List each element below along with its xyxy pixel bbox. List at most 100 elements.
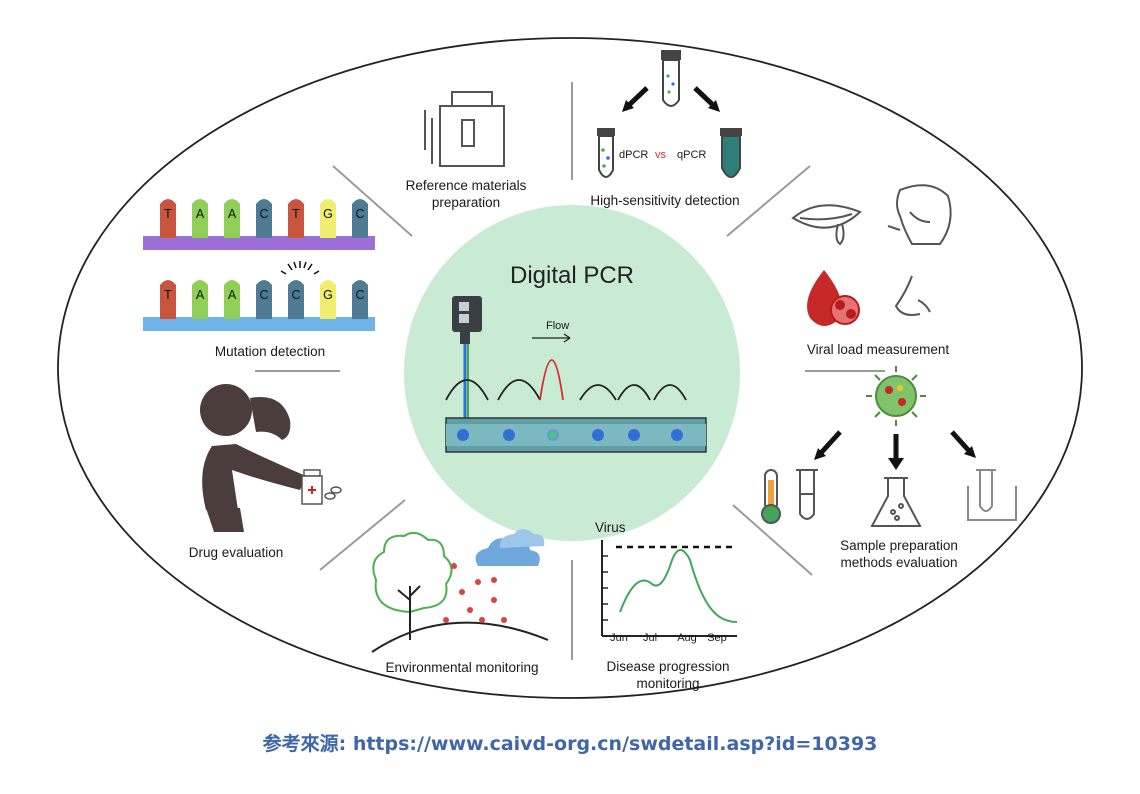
throat-icon: [887, 184, 952, 245]
droplets: [457, 429, 683, 441]
mutation-section: T A A C T G C T A A C C G C Mutation detection: [143, 199, 375, 359]
flow-label: Flow: [546, 320, 569, 332]
reference-bottle-icon: [424, 91, 505, 167]
month-sep: Sep: [707, 632, 727, 644]
qpcr-tube-icon: [720, 128, 742, 178]
mutation-label: Mutation detection: [215, 344, 325, 359]
disease-label-line1: Disease progression: [606, 659, 729, 674]
reference-section: Reference materials preparation: [406, 91, 527, 210]
tree-canopy-icon: [372, 531, 453, 614]
nucleotide-letter-row1-3: C: [259, 207, 268, 221]
nucleotide-letter-row2-6: C: [355, 288, 364, 302]
nucleotide-row2-2: [224, 280, 240, 319]
viral-load-section: Viral load measurement: [791, 184, 952, 357]
disease-section: Virus Jun Jul Aug Sep Disease progressio…: [595, 520, 738, 691]
hill-line: [371, 621, 549, 653]
source-prefix: 参考來源:: [262, 733, 347, 755]
sample-prep-label-line2: methods evaluation: [840, 555, 957, 570]
nucleotide-letter-row2-0: T: [164, 288, 172, 302]
month-jul: Jul: [643, 632, 657, 644]
centrifuge-tube-icon: [967, 469, 1017, 521]
sample-tube-icon: [661, 50, 681, 107]
center-digital-pcr: Digital PCR Flow: [404, 205, 740, 541]
nucleotide-row1-1: [192, 199, 208, 238]
nucleotide-row1-5: [320, 199, 336, 238]
nose-icon: [894, 275, 931, 316]
environment-label: Environmental monitoring: [385, 660, 538, 675]
nucleotide-letter-row2-3: C: [259, 288, 268, 302]
nucleotide-letter-row1-6: C: [355, 207, 364, 221]
dna-backbone-row2: [143, 317, 375, 331]
nucleotide-row2-6: [352, 280, 368, 319]
arrow-right-icon: [693, 86, 716, 108]
pill-bottle-icon: [301, 469, 342, 505]
outer-ellipse: [57, 37, 1083, 699]
nucleotide-letter-row1-0: T: [164, 207, 172, 221]
person-icon: [200, 384, 306, 532]
qpcr-label: qPCR: [677, 149, 706, 161]
dpcr-label: dPCR: [619, 149, 648, 161]
thermometer-icon: [761, 469, 781, 524]
disease-label-line2: monitoring: [636, 676, 699, 691]
nucleotide-letter-row1-4: T: [292, 207, 300, 221]
nucleotide-row1-3: [256, 199, 272, 238]
section-dividers: [255, 82, 885, 660]
source-caption: 参考來源: https://www.caivd-org.cn/swdetail.…: [0, 729, 1140, 756]
nucleotide-letter-row1-5: G: [323, 207, 333, 221]
test-tube-icon: [796, 469, 818, 520]
flask-icon: [870, 477, 922, 527]
detector-icon: [452, 296, 482, 424]
nucleotide-letter-row2-2: A: [228, 288, 237, 302]
nucleotide-letter-row2-5: G: [323, 288, 333, 302]
sample-prep-section: Sample preparation methods evaluation: [761, 366, 1017, 570]
nucleotide-row1-4: [288, 199, 304, 238]
reference-label-line1: Reference materials: [406, 178, 527, 193]
nucleotide-row2-1: [192, 280, 208, 319]
virus-icon: [866, 366, 926, 426]
nucleotide-row1-6: [352, 199, 368, 238]
nucleotide-letter-row2-1: A: [196, 288, 205, 302]
arrow-left-icon: [626, 86, 649, 108]
sensitivity-section: dPCR vs qPCR High-sensitivity detection: [590, 50, 742, 208]
nucleotide-row2-5: [320, 280, 336, 319]
nucleotide-letter-row1-1: A: [196, 207, 205, 221]
signal-peaks: [445, 359, 687, 401]
nucleotide-row1-2: [224, 199, 240, 238]
flow-arrow-head: [563, 333, 571, 343]
mouth-icon: [791, 204, 862, 246]
drug-label: Drug evaluation: [189, 545, 284, 560]
sensitivity-label: High-sensitivity detection: [590, 193, 739, 208]
month-aug: Aug: [677, 632, 697, 644]
drug-section: Drug evaluation: [189, 384, 342, 560]
dpcr-tube-icon: [597, 128, 615, 178]
sample-prep-label-line1: Sample preparation: [840, 538, 958, 553]
month-jun: Jun: [610, 632, 628, 644]
cloud-icon: [475, 529, 545, 566]
nucleotide-row2-4: [288, 280, 304, 319]
nucleotide-row1-0: [160, 199, 176, 238]
nucleotide-letter-row1-2: A: [228, 207, 237, 221]
source-url[interactable]: https://www.caivd-org.cn/swdetail.asp?id…: [352, 733, 878, 755]
particles-icon: [443, 563, 507, 623]
nucleotide-row2-0: [160, 280, 176, 319]
reference-label-line2: preparation: [432, 195, 500, 210]
viral-load-label: Viral load measurement: [807, 342, 950, 357]
vs-label: vs: [655, 149, 667, 161]
center-circle: [404, 205, 740, 541]
tree-trunk-icon: [397, 585, 421, 640]
nucleotide-letter-row2-4: C: [291, 288, 300, 302]
arrow-down-left-icon: [818, 430, 842, 456]
blood-drop-icon: [807, 270, 860, 326]
environment-section: Environmental monitoring: [371, 529, 549, 675]
mutation-highlight-icon: [280, 261, 320, 275]
nucleotide-row2-3: [256, 280, 272, 319]
disease-chart-ylabel: Virus: [595, 520, 626, 535]
virus-curve: [619, 549, 738, 623]
dna-backbone-row1: [143, 236, 375, 250]
center-title: Digital PCR: [510, 262, 634, 289]
arrow-down-right-icon: [950, 430, 972, 454]
